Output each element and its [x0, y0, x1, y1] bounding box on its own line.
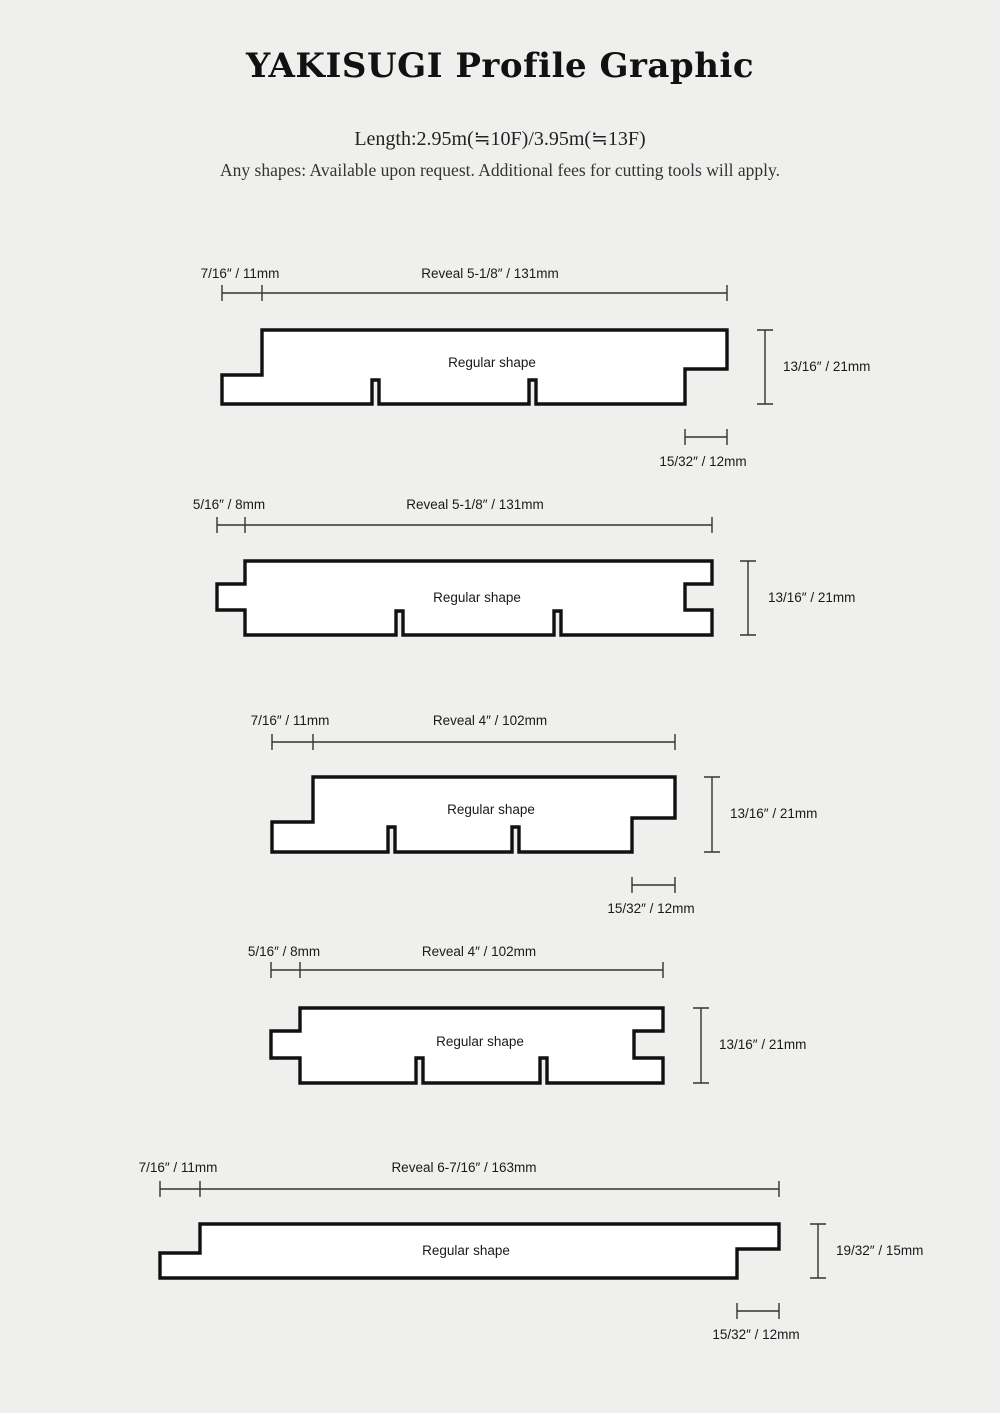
board-profile [220, 328, 729, 406]
thickness-label: 13/16″ / 21mm [719, 1037, 806, 1052]
page-title: YAKISUGI Profile Graphic [245, 46, 755, 86]
offset-label: 7/16″ / 11mm [251, 713, 330, 728]
thickness-label: 13/16″ / 21mm [768, 590, 855, 605]
shape-label: Regular shape [448, 355, 536, 370]
thickness-label: 13/16″ / 21mm [730, 806, 817, 821]
reveal-label: Reveal 5-1/8″ / 131mm [406, 497, 544, 512]
offset-label: 5/16″ / 8mm [193, 497, 265, 512]
offset-label: 7/16″ / 11mm [201, 266, 280, 281]
profile-1: 7/16″ / 11mm Reveal 5-1/8″ / 131mm Regul… [201, 266, 871, 469]
reveal-dimension [159, 1181, 780, 1197]
thickness-label: 13/16″ / 21mm [783, 359, 870, 374]
overlap-dimension [631, 877, 676, 893]
reveal-dimension [270, 962, 664, 978]
length-spec: Length:2.95m(≒10F)/3.95m(≒13F) [354, 128, 646, 150]
reveal-dimension [216, 517, 713, 533]
thickness-dimension [704, 776, 720, 853]
reveal-dimension [271, 734, 676, 750]
reveal-label: Reveal 5-1/8″ / 131mm [421, 266, 559, 281]
offset-label: 5/16″ / 8mm [248, 944, 320, 959]
shape-label: Regular shape [422, 1243, 510, 1258]
thickness-dimension [810, 1223, 826, 1279]
board-profile [215, 559, 714, 637]
thickness-dimension [693, 1007, 709, 1084]
shape-label: Regular shape [447, 802, 535, 817]
reveal-label: Reveal 6-7/16″ / 163mm [391, 1160, 536, 1175]
overlap-label: 15/32″ / 12mm [659, 454, 746, 469]
overlap-label: 15/32″ / 12mm [712, 1327, 799, 1342]
board-profile [270, 775, 677, 854]
overlap-label: 15/32″ / 12mm [607, 901, 694, 916]
profile-5: 7/16″ / 11mm Reveal 6-7/16″ / 163mm Regu… [139, 1160, 924, 1342]
reveal-label: Reveal 4″ / 102mm [433, 713, 547, 728]
custom-shapes-note: Any shapes: Available upon request. Addi… [220, 160, 780, 180]
shape-label: Regular shape [433, 590, 521, 605]
profile-3: 7/16″ / 11mm Reveal 4″ / 102mm Regular s… [251, 713, 818, 916]
thickness-dimension [757, 329, 773, 405]
thickness-label: 19/32″ / 15mm [836, 1243, 923, 1258]
shape-label: Regular shape [436, 1034, 524, 1049]
offset-label: 7/16″ / 11mm [139, 1160, 218, 1175]
reveal-dimension [221, 285, 728, 301]
board-profile [158, 1222, 781, 1280]
profile-2: 5/16″ / 8mm Reveal 5-1/8″ / 131mm Regula… [193, 497, 855, 637]
thickness-dimension [740, 560, 756, 636]
overlap-dimension [684, 429, 728, 445]
overlap-dimension [736, 1303, 780, 1319]
profile-4: 5/16″ / 8mm Reveal 4″ / 102mm Regular sh… [248, 944, 806, 1085]
board-profile [269, 1006, 665, 1085]
reveal-label: Reveal 4″ / 102mm [422, 944, 536, 959]
